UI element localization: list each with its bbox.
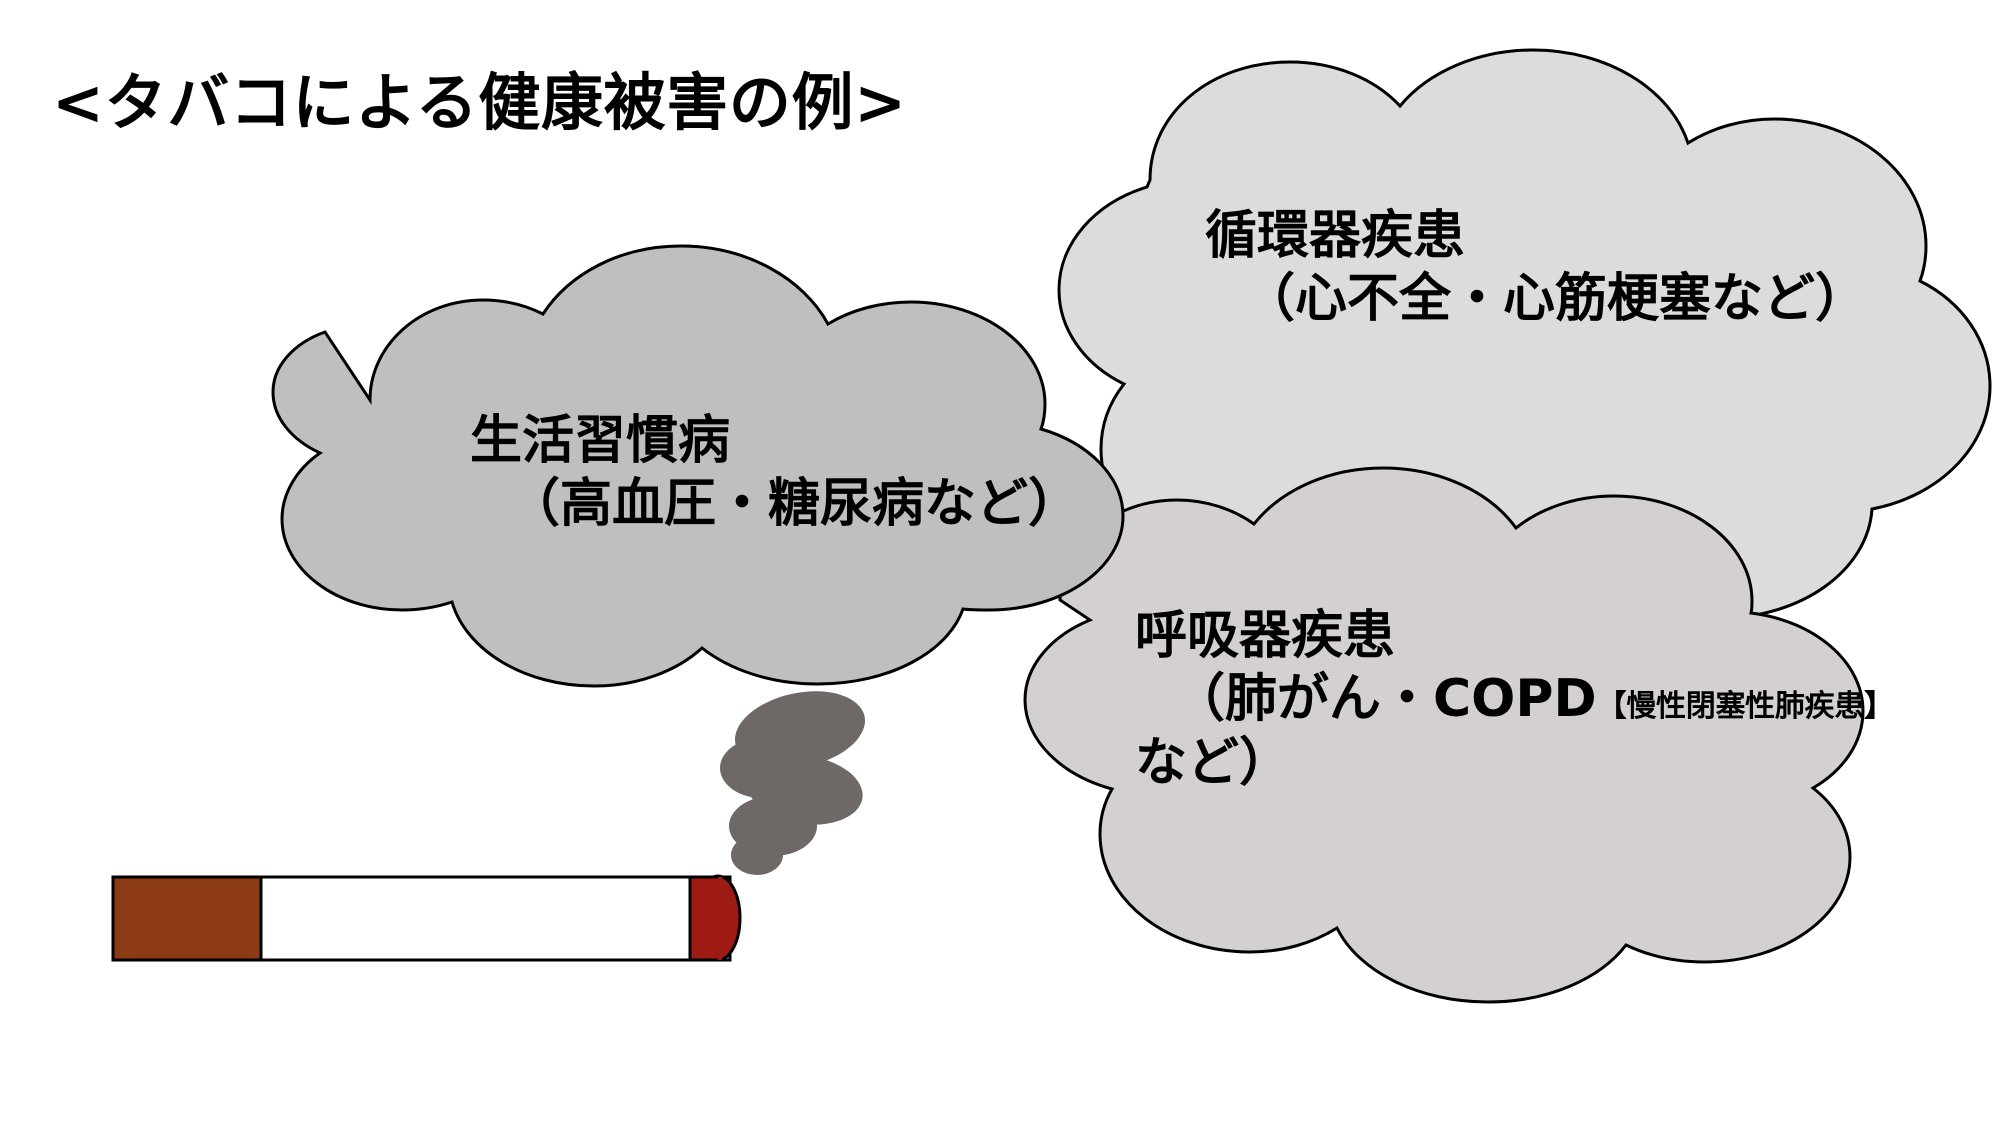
respiratory-copd-annotation: 【慢性閉塞性肺疾患】 — [1596, 689, 1894, 725]
cloud-label-respiratory: 呼吸器疾患 （肺がん・COPD【慢性閉塞性肺疾患】 など） — [1135, 605, 1935, 795]
cardiovascular-line-1: 循環器疾患 — [1205, 206, 1466, 266]
cloud-label-cardiovascular: 循環器疾患 （心不全・心筋梗塞など） — [1205, 205, 1867, 332]
respiratory-line-3: など） — [1135, 732, 1292, 793]
page-title: <タバコによる健康被害の例> — [52, 66, 907, 139]
cloud-lifestyle-disease — [271, 244, 1125, 688]
smoke-puffs — [720, 691, 866, 875]
cardiovascular-line-2: （心不全・心筋梗塞など） — [1243, 269, 1868, 330]
cloud-label-lifestyle-disease: 生活習慣病 （高血圧・糖尿病など） — [470, 410, 1080, 537]
lifestyle-line-2: （高血圧・糖尿病など） — [508, 474, 1081, 535]
respiratory-line-1: 呼吸器疾患 — [1135, 606, 1396, 666]
lifestyle-line-1: 生活習慣病 — [470, 411, 731, 471]
respiratory-line-2: （肺がん・COPD【慢性閉塞性肺疾患】 — [1173, 668, 1935, 731]
respiratory-line-2-prefix: （肺がん・COPD — [1173, 669, 1597, 730]
cigarette — [111, 874, 742, 962]
cloud-respiratory — [1023, 466, 1865, 1004]
